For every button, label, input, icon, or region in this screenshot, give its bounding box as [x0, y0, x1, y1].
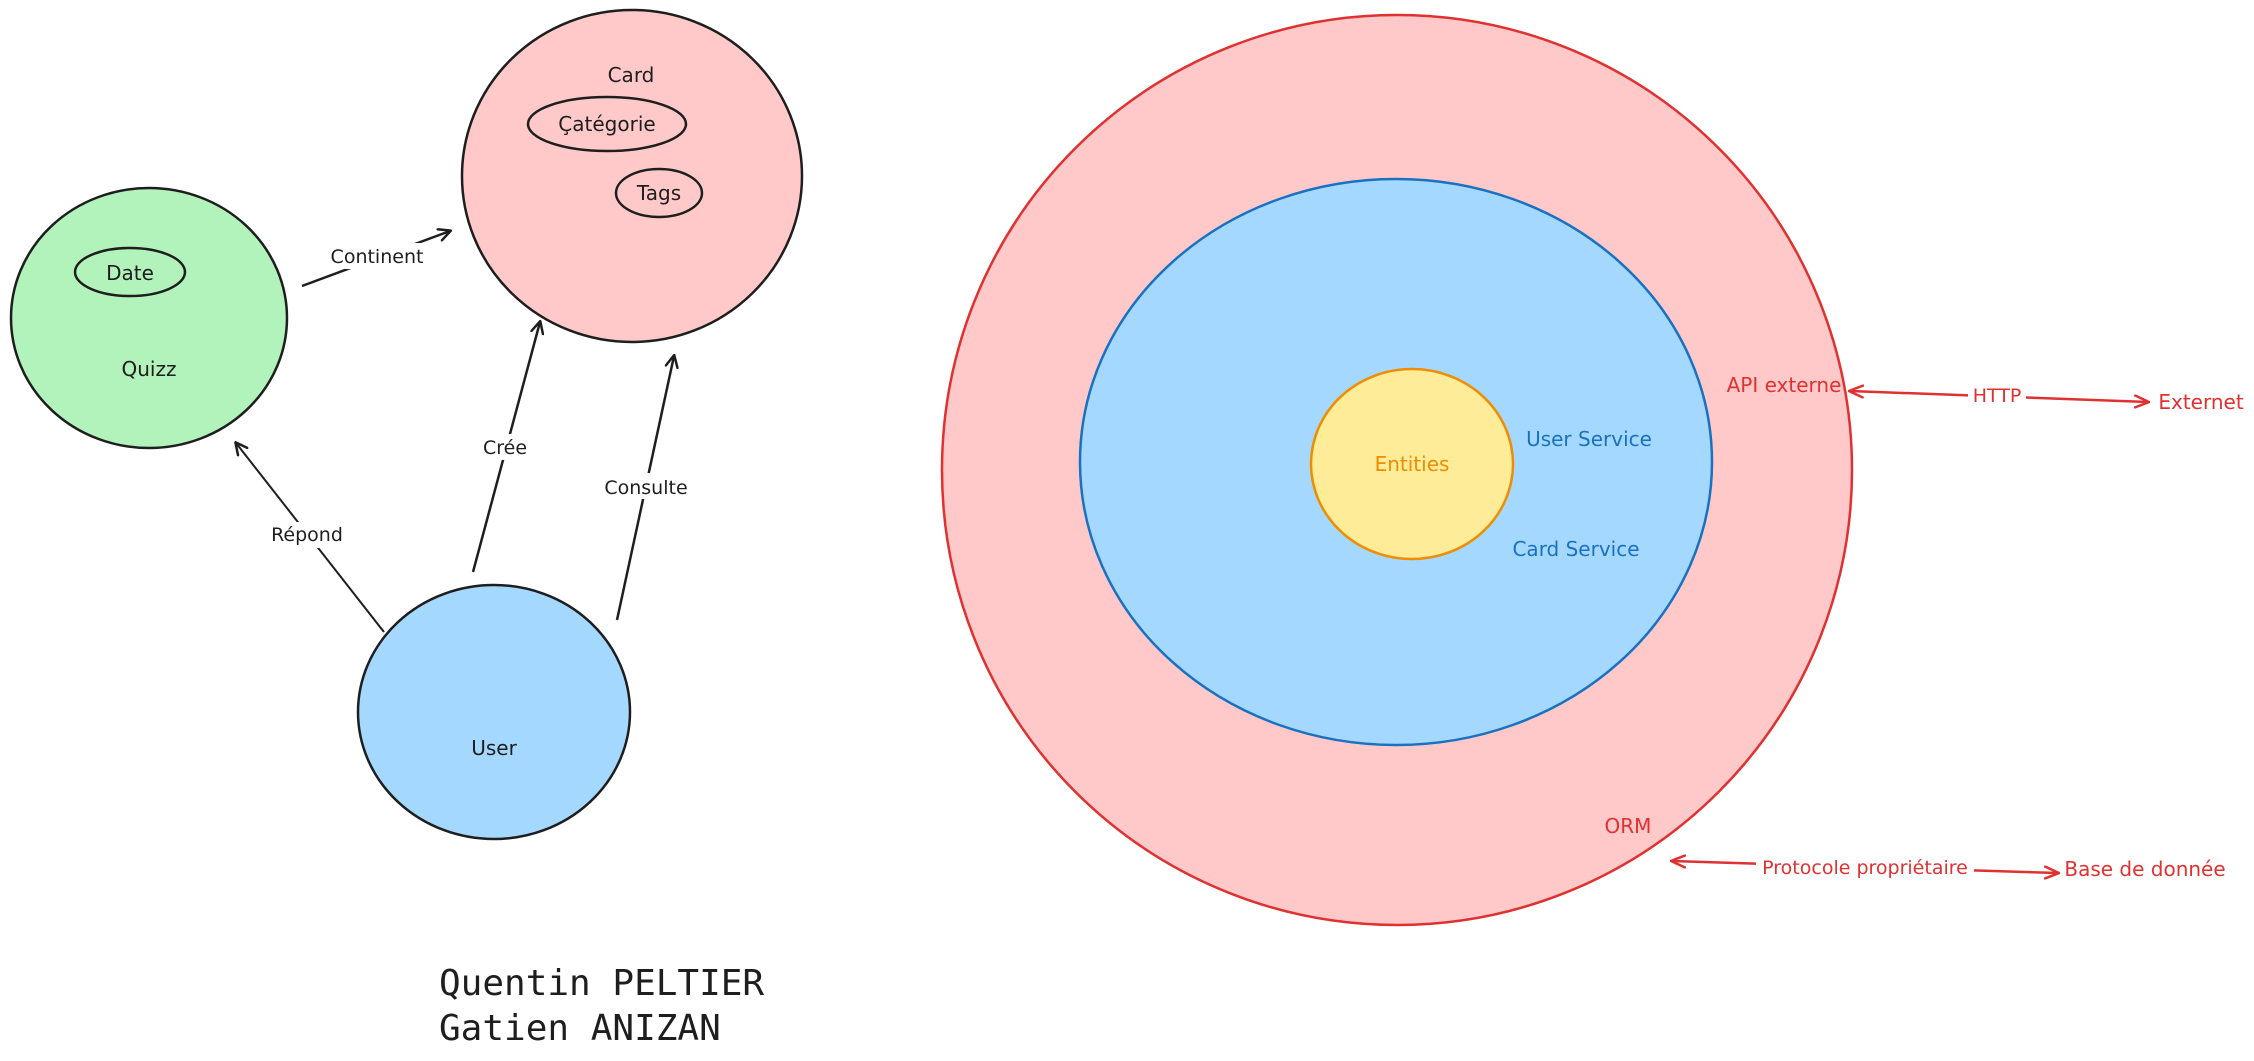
edge-consulte: Consulte: [600, 356, 692, 621]
orm-label: ORM: [1605, 814, 1652, 838]
categorie-label: Çatégorie: [558, 112, 655, 136]
quizz-label: Quizz: [122, 357, 177, 381]
card-node: Card Çatégorie Tags: [460, 8, 804, 344]
entities-layer: Entities: [1309, 367, 1515, 561]
http-label: HTTP: [1973, 385, 2022, 407]
tags-label: Tags: [636, 181, 681, 205]
date-label: Date: [106, 261, 154, 285]
user-service-label: User Service: [1526, 427, 1652, 451]
base-label: Base de donnée: [2064, 857, 2225, 881]
continent-label: Continent: [331, 246, 424, 268]
entities-label: Entities: [1375, 452, 1450, 476]
edge-continent: Continent: [301, 231, 450, 288]
quizz-node: Date Quizz: [9, 186, 289, 450]
card-service-label: Card Service: [1512, 537, 1639, 561]
http-edge: HTTP: [1850, 383, 2148, 407]
cree-label: Crée: [483, 437, 527, 459]
author-line-2: Gatien ANIZAN: [439, 1008, 721, 1049]
edge-cree: Crée: [471, 322, 540, 573]
protocole-label: Protocole propriétaire: [1762, 857, 1968, 879]
tags-subnode: [614, 167, 704, 219]
date-subnode: [73, 246, 187, 298]
edge-repond: Répond: [236, 443, 385, 633]
author-line-1: Quentin PELTIER: [439, 963, 764, 1004]
externet-label: Externet: [2158, 390, 2243, 414]
card-label: Card: [608, 63, 655, 87]
categorie-subnode: [526, 95, 688, 153]
user-label: User: [471, 736, 517, 760]
user-node: User: [356, 583, 632, 841]
protocole-edge: Protocole propriétaire: [1672, 855, 2058, 879]
api-externe-label: API externe: [1727, 373, 1842, 397]
consulte-label: Consulte: [604, 477, 687, 499]
repond-label: Répond: [271, 524, 343, 546]
